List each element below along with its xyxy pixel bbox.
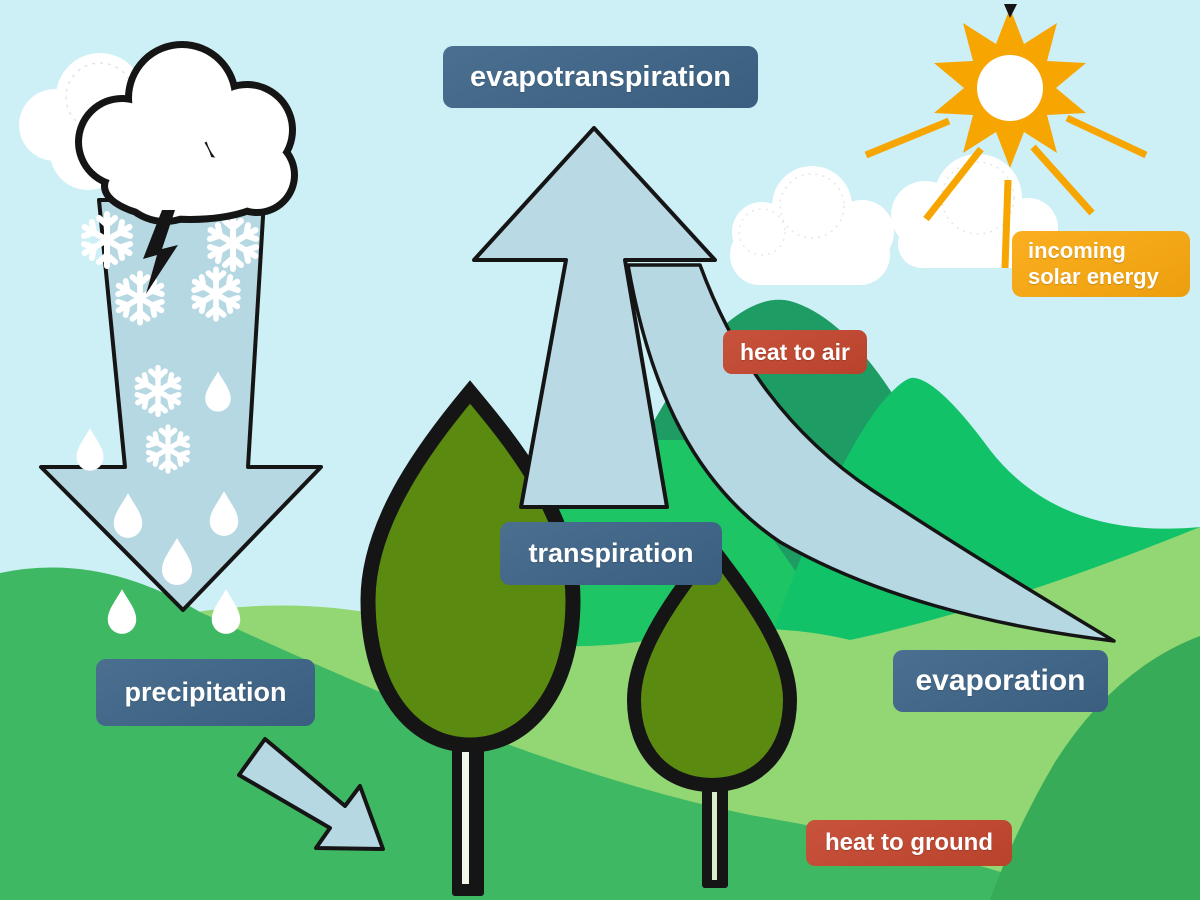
- storm-cloud-icon: [75, 41, 298, 294]
- heat-to-ground-label: heat to ground: [806, 820, 1012, 866]
- tree-icon: [626, 536, 798, 888]
- sun-icon: [934, 4, 1086, 168]
- precipitation-label: precipitation: [96, 659, 315, 726]
- evaporation-label: evaporation: [893, 650, 1108, 712]
- sun-ray: [864, 114, 1148, 269]
- incoming-solar-line1: incoming: [1028, 237, 1126, 263]
- hill-foreground: [0, 567, 1050, 900]
- curved-flow-arrow-icon: [626, 263, 1116, 643]
- incoming-solar-energy-label: incoming solar energy: [1012, 231, 1190, 297]
- incoming-solar-line2: solar energy: [1028, 264, 1159, 289]
- tree-icon: [360, 380, 581, 896]
- down-arrow-icon: [39, 198, 323, 612]
- sun-top-mark: [1004, 4, 1017, 18]
- evapotranspiration-label: evapotranspiration: [443, 46, 758, 108]
- cloud-icon: [730, 166, 894, 285]
- infiltration-arrow-icon: [237, 737, 385, 851]
- lightning-icon: [143, 210, 178, 294]
- up-arrow-icon: [472, 126, 717, 509]
- heat-to-air-label: heat to air: [723, 330, 867, 374]
- transpiration-label: transpiration: [500, 522, 722, 585]
- hill-corner: [990, 636, 1200, 900]
